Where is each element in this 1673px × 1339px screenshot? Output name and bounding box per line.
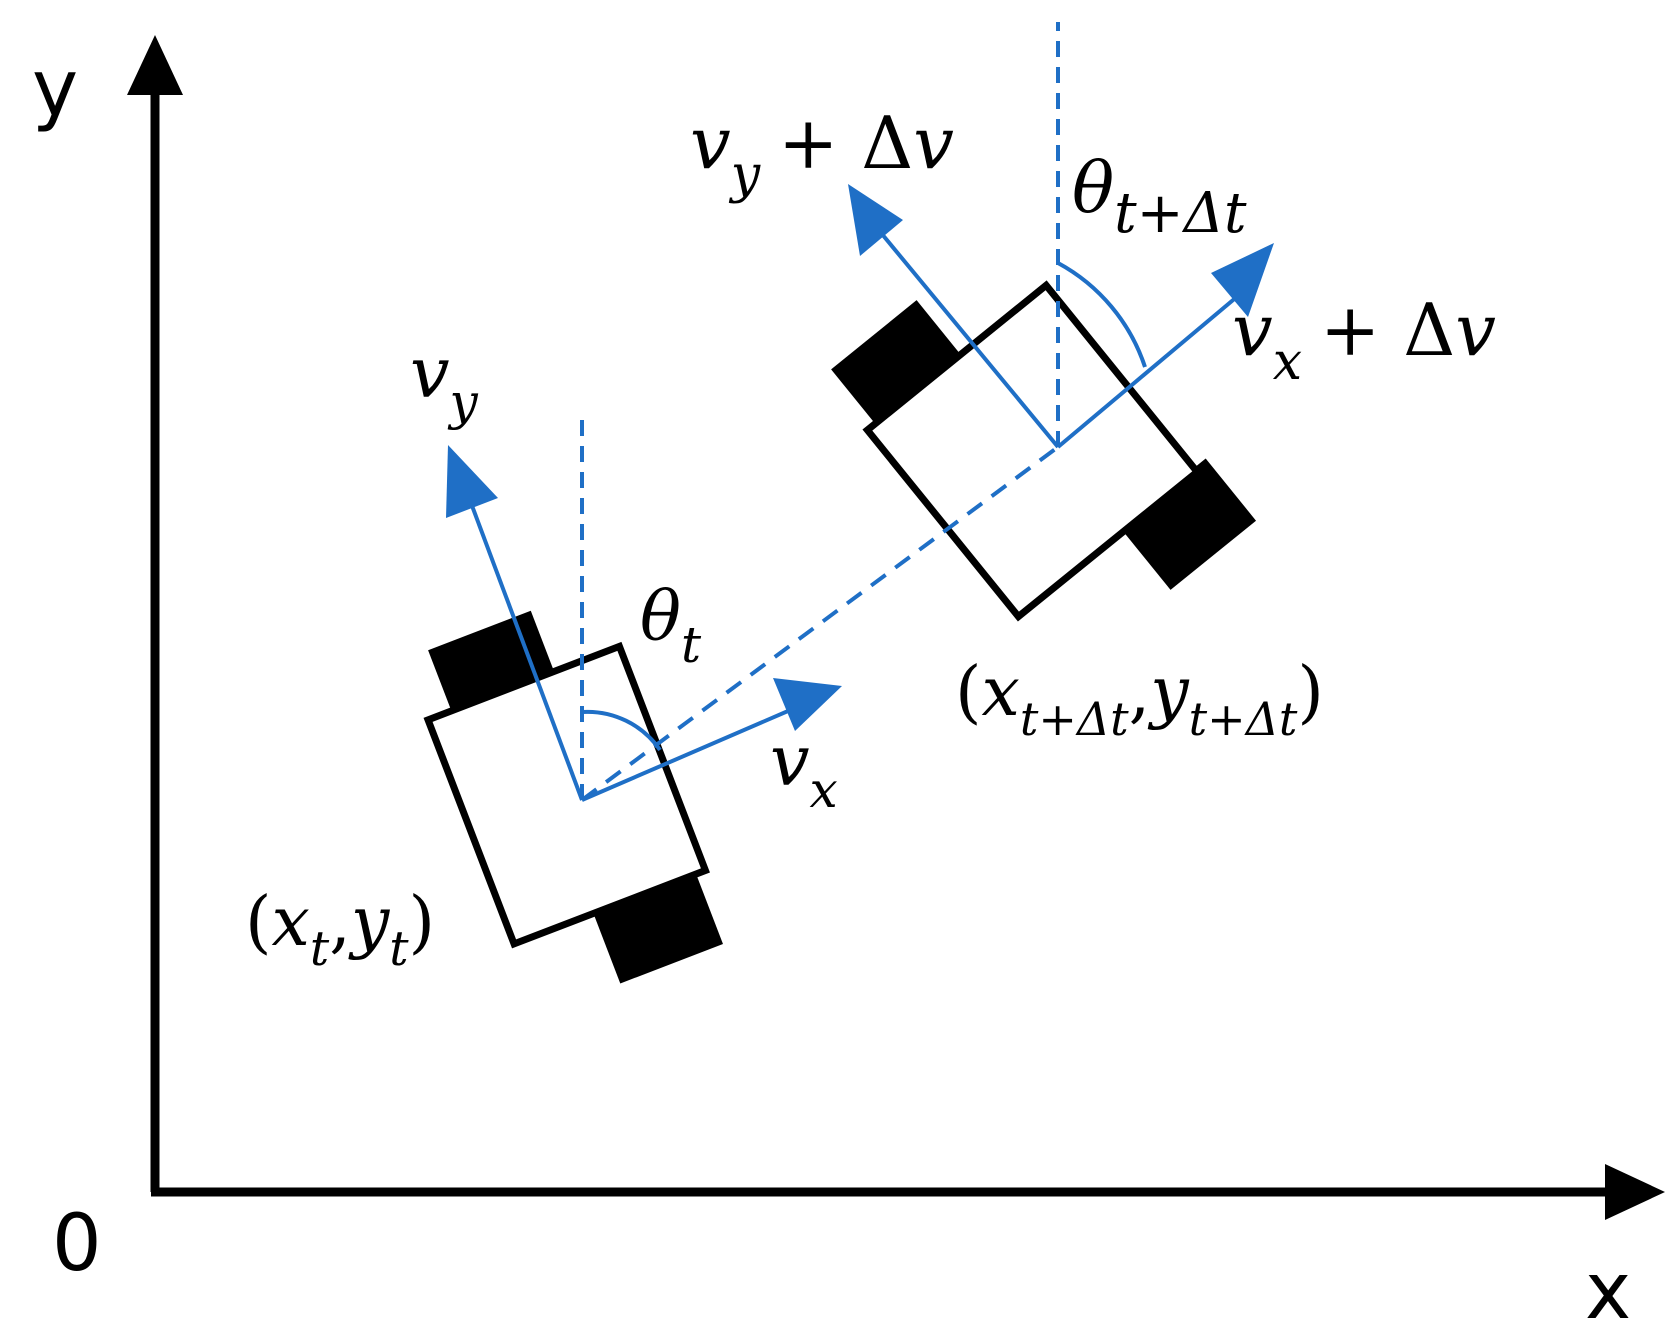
robot-t-body bbox=[423, 641, 710, 949]
robot-next-wheel-top bbox=[831, 300, 967, 432]
robot-next-theta-label: θt+Δt bbox=[1072, 147, 1247, 246]
robot-t-vx-vector bbox=[581, 706, 796, 802]
x-axis-label: x bbox=[1585, 1247, 1631, 1337]
robot-t-labels: vy θt vx (xt,yt) bbox=[245, 332, 838, 977]
robot-at-t-plus-dt bbox=[831, 280, 1257, 622]
robot-t-vy-label: vy bbox=[410, 332, 479, 431]
trajectory-dashed-line bbox=[580, 445, 1060, 802]
x-axis-arrowhead bbox=[1605, 1164, 1665, 1220]
robot-next-labels: vy+ Δv θt+Δt vx+ Δv (xt+Δt,yt+Δt) bbox=[690, 101, 1496, 746]
origin-label: 0 bbox=[52, 1199, 102, 1289]
motion-vectors bbox=[466, 22, 1247, 802]
robot-t-vx-label: vx bbox=[770, 720, 838, 819]
robot-next-vy-vector bbox=[870, 220, 1060, 449]
robot-at-t bbox=[423, 610, 723, 984]
robot-t-theta-label: θt bbox=[640, 578, 702, 674]
robot-t-vy-arrowhead bbox=[446, 445, 498, 518]
robot-next-vy-label: vy+ Δv bbox=[690, 101, 954, 205]
robot-next-position-label: (xt+Δt,yt+Δt) bbox=[955, 653, 1324, 746]
vector-arrowheads bbox=[446, 184, 1274, 731]
robot-t-vy-vector bbox=[466, 494, 584, 801]
y-axis-label: y bbox=[32, 44, 78, 134]
robot-next-wheel-bottom bbox=[1120, 458, 1257, 590]
robot-t-position-label: (xt,yt) bbox=[245, 883, 435, 977]
y-axis-arrowhead bbox=[127, 35, 183, 95]
robot-next-vx-vector bbox=[1056, 288, 1247, 449]
robot-next-body bbox=[862, 280, 1203, 622]
robot-next-vy-arrowhead bbox=[848, 184, 903, 256]
robot-next-theta-arc bbox=[1057, 261, 1147, 368]
robot-t-theta-arc bbox=[581, 709, 662, 752]
robot-next-vx-arrowhead bbox=[1211, 243, 1274, 317]
coordinate-axes: y 0 x bbox=[32, 35, 1665, 1337]
robot-t-vx-arrowhead bbox=[773, 678, 842, 731]
robot-next-vx-label: vx+ Δv bbox=[1232, 288, 1496, 392]
